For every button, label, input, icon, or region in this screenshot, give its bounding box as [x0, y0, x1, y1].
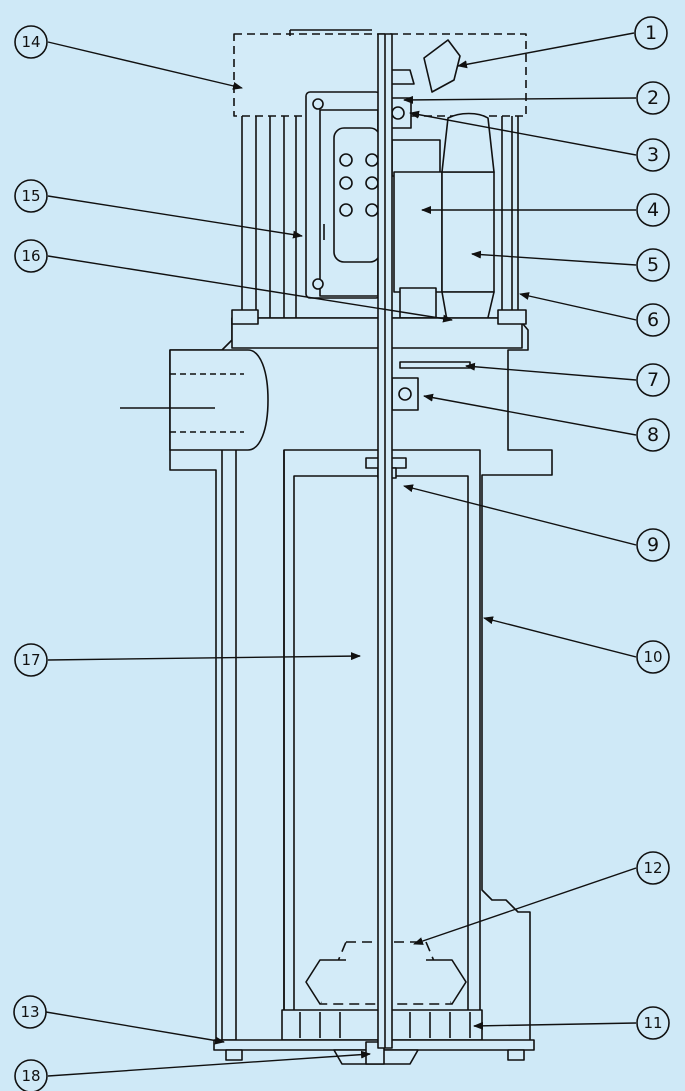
callout-3: 3 [636, 138, 670, 172]
callout-14: 14 [14, 25, 48, 59]
leader-lines [45, 32, 637, 1077]
leader-11 [473, 1021, 637, 1030]
callout-15-label: 15 [21, 187, 40, 205]
callout-10: 10 [636, 640, 670, 674]
callout-9-label: 9 [647, 534, 659, 556]
leader-6 [519, 292, 637, 321]
callout-2: 2 [636, 81, 670, 115]
callout-4-label: 4 [647, 199, 659, 221]
callout-10-label: 10 [643, 648, 662, 666]
callout-7: 7 [636, 363, 670, 397]
callout-17-label: 17 [21, 651, 40, 669]
leader-2 [403, 95, 637, 104]
callout-2-label: 2 [647, 87, 659, 109]
leader-17 [47, 652, 361, 661]
callout-3-label: 3 [647, 144, 659, 166]
leader-14 [47, 41, 243, 90]
callout-1-label: 1 [645, 22, 657, 44]
callout-6-label: 6 [647, 309, 659, 331]
leader-15 [47, 195, 303, 239]
leader-3 [409, 110, 637, 156]
leader-18 [47, 1050, 371, 1077]
callout-15: 15 [14, 179, 48, 213]
callout-11-label: 11 [643, 1014, 662, 1032]
terminal-box [305, 91, 381, 299]
callout-7-label: 7 [647, 369, 659, 391]
rotor [391, 139, 443, 319]
callout-11: 11 [636, 1006, 670, 1040]
leader-1 [457, 32, 635, 69]
callout-5: 5 [636, 248, 670, 282]
callout-12-label: 12 [643, 859, 662, 877]
callout-13-label: 13 [20, 1003, 39, 1021]
leader-16 [47, 255, 453, 323]
callout-6: 6 [636, 303, 670, 337]
mount-flange [231, 309, 527, 349]
leader-13 [45, 1011, 225, 1045]
callouts: 1 2 3 4 5 6 7 8 9 10 11 12 13 14 15 16 1… [13, 16, 670, 1091]
callout-8-label: 8 [647, 424, 659, 446]
callout-18-label: 18 [21, 1067, 40, 1085]
callout-12: 12 [636, 851, 670, 885]
callout-8: 8 [636, 418, 670, 452]
callout-9: 9 [636, 528, 670, 562]
stator [441, 112, 495, 332]
callout-5-label: 5 [647, 254, 659, 276]
callout-13: 13 [13, 995, 47, 1029]
callout-17: 17 [14, 643, 48, 677]
base-plate [213, 1039, 535, 1065]
leader-5 [471, 250, 637, 266]
callout-1: 1 [634, 16, 668, 50]
leader-8 [423, 393, 637, 436]
leader-10 [483, 616, 637, 658]
callout-18: 18 [14, 1059, 48, 1091]
leader-9 [403, 484, 637, 546]
callout-16-label: 16 [21, 247, 40, 265]
leader-12 [413, 867, 637, 945]
leader-7 [465, 362, 637, 381]
callout-16: 16 [14, 239, 48, 273]
outlet-port [169, 349, 269, 451]
callout-4: 4 [636, 193, 670, 227]
pump-shaft [377, 33, 393, 1049]
callout-14-label: 14 [21, 33, 40, 51]
lower-bearing [391, 361, 471, 411]
